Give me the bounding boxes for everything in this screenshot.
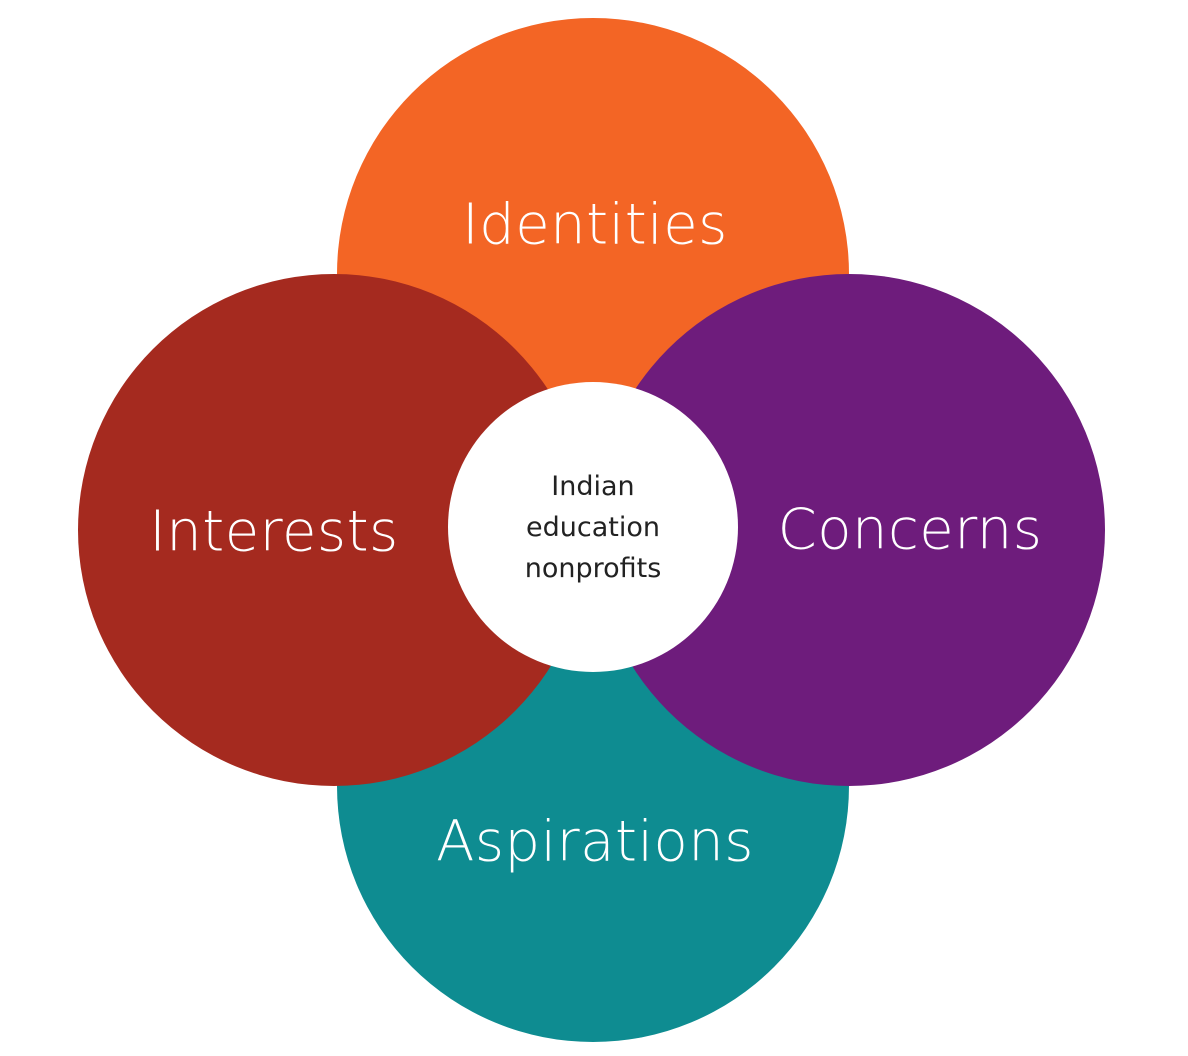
center-label-line: nonprofits [524, 552, 662, 584]
concerns-label: Concerns [777, 497, 1043, 563]
center-label-line: education [526, 511, 660, 543]
center-circle: Indian education nonprofits [448, 382, 738, 672]
center-label-line: Indian [551, 470, 635, 502]
interests-label: Interests [149, 499, 399, 565]
aspirations-label: Aspirations [436, 809, 754, 875]
center-label: Indian education nonprofits [525, 466, 662, 589]
identities-label: Identities [462, 192, 728, 258]
